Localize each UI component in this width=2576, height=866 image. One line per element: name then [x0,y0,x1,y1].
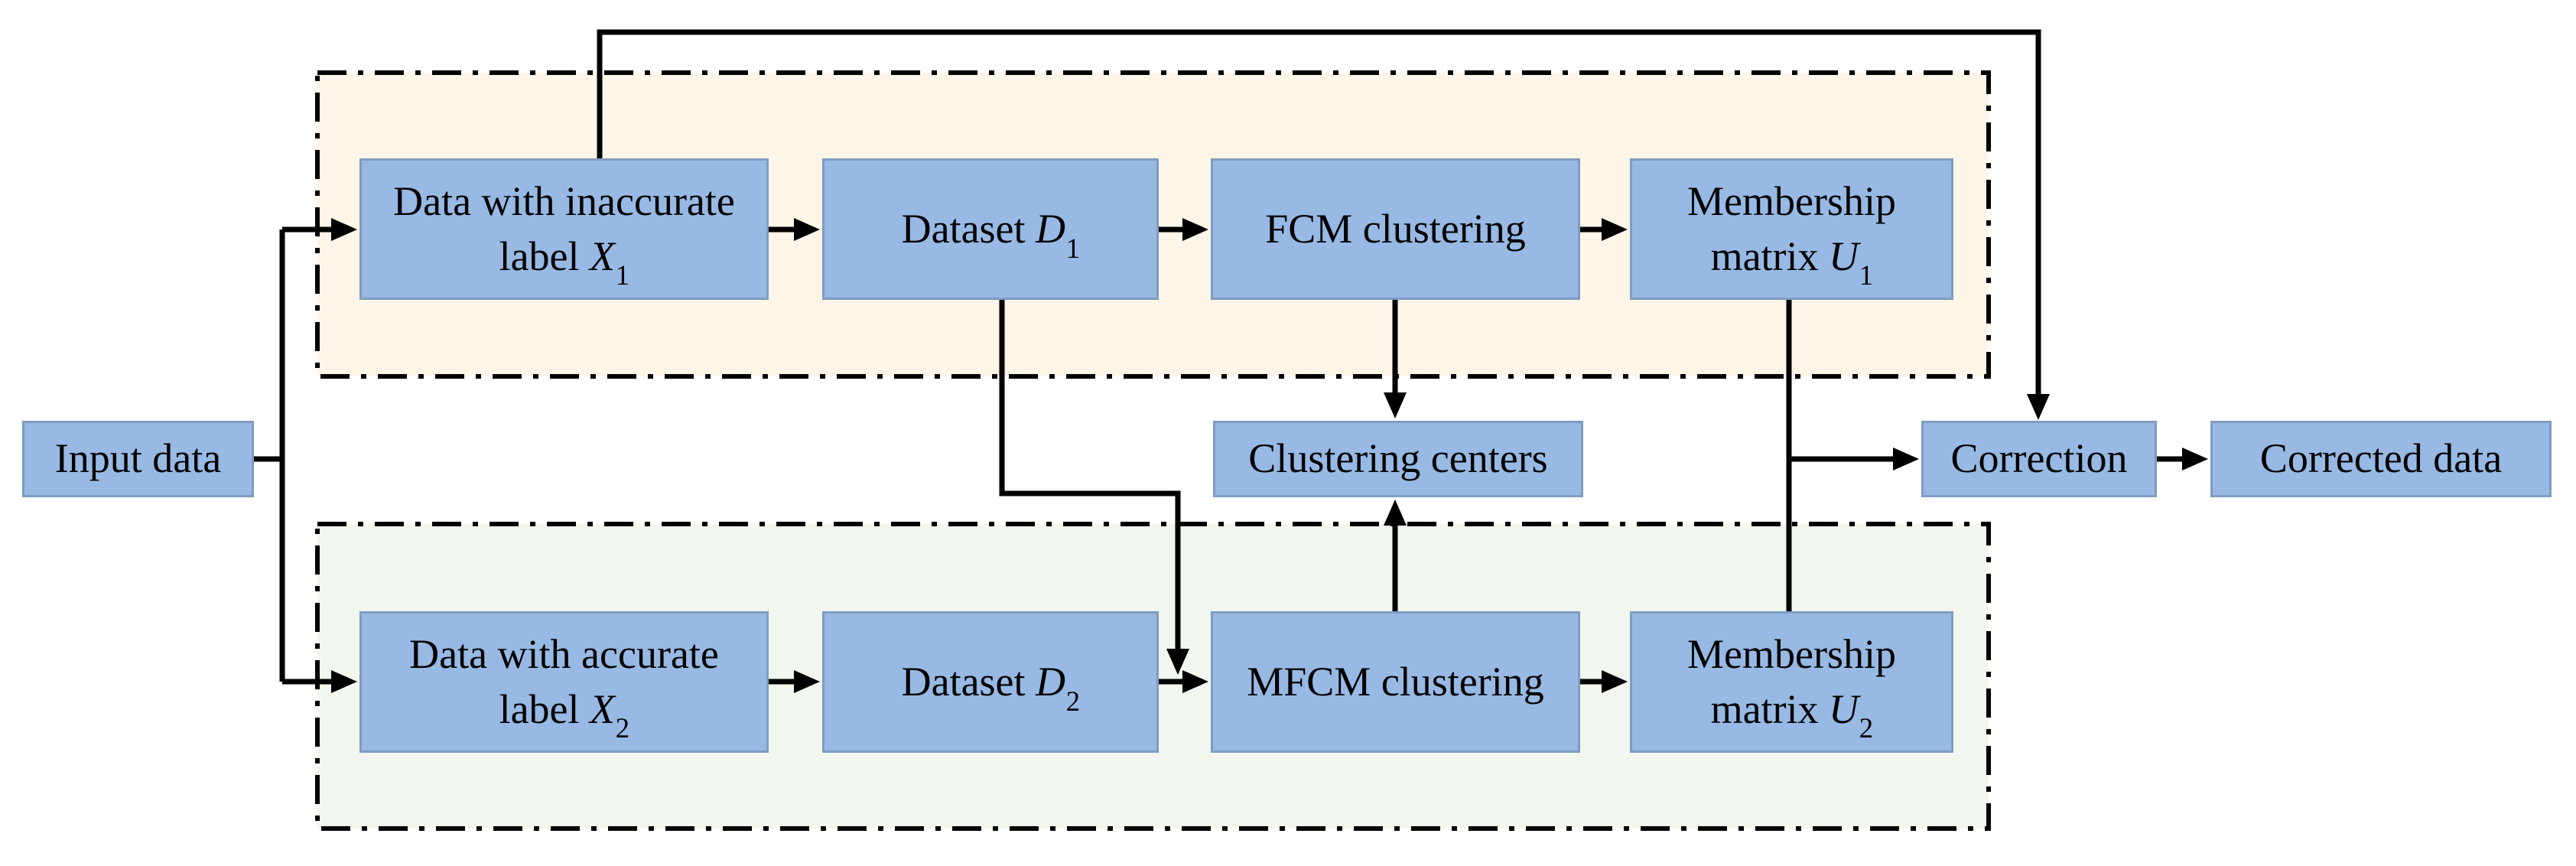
dataset-d2-label: Dataset D2 [901,658,1081,717]
dataset-d1-label: Dataset D1 [901,205,1081,264]
fcm-clustering-box: FCM clustering [1211,158,1580,300]
membership-matrix-u1-label: Membership matrix U1 [1687,178,1896,291]
corrected-data-label: Corrected data [2259,435,2503,482]
mfcm-clustering-label: MFCM clustering [1247,658,1544,705]
mfcm-clustering-box: MFCM clustering [1211,611,1580,753]
fcm-clustering-label: FCM clustering [1265,205,1526,252]
data-accurate-label-box: Data with accurate label X2 [359,611,769,753]
correction-box: Correction [1921,421,2157,497]
clustering-centers-label: Clustering centers [1248,435,1548,482]
input-data-box: Input data [22,421,254,497]
corrected-data-box: Corrected data [2210,421,2552,497]
arrow-dataset-d1-to-mfcm [999,300,1189,675]
membership-matrix-u2-label: Membership matrix U2 [1687,631,1896,744]
correction-label: Correction [1950,435,2128,482]
data-inaccurate-label-box: Data with inaccurate label X1 [359,158,769,300]
clustering-centers-box: Clustering centers [1213,421,1583,497]
data-inaccurate-label: Data with inaccurate label X1 [393,178,735,291]
membership-matrix-u1-box: Membership matrix U1 [1630,158,1953,300]
data-accurate-label: Data with accurate label X2 [409,631,719,744]
membership-matrix-u2-box: Membership matrix U2 [1630,611,1953,753]
dataset-d2-box: Dataset D2 [822,611,1159,753]
dataset-d1-box: Dataset D1 [822,158,1159,300]
input-data-label: Input data [54,435,222,482]
arrow-inaccurate-data-to-correction [597,29,2050,420]
